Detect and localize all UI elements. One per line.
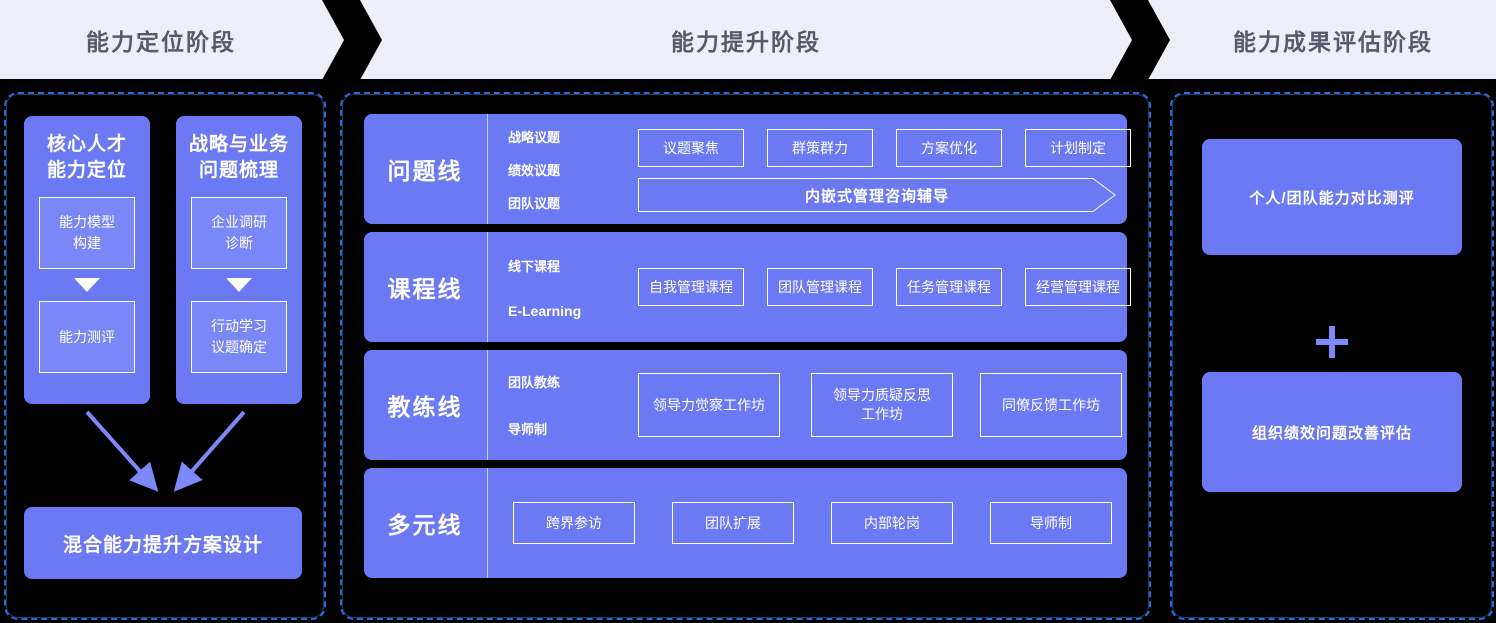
step-box-action-learning[interactable]: 行动学习 议题确定 [191,301,287,374]
stage-header-bar: 能力定位阶段 能力提升阶段 能力成果评估阶段 [0,0,1496,81]
chip-mentorship[interactable]: 导师制 [990,502,1112,544]
step-box-competency-model[interactable]: 能力模型 构建 [39,197,135,270]
chip-group-issue-line: 议题聚焦 群策群力 方案优化 计划制定 [638,128,1131,168]
card-title-strategy-business: 战略与业务 问题梳理 [188,134,289,181]
card-individual-team-comparison[interactable]: 个人/团队能力对比测评 [1202,139,1462,255]
stage-label-1: 能力定位阶段 [86,29,236,55]
step-box-competency-assessment[interactable]: 能力测评 [39,301,135,374]
stage-label-3: 能力成果评估阶段 [1233,29,1433,55]
chip-business-management-course[interactable]: 经营管理课程 [1025,268,1131,306]
chip-internal-rotation[interactable]: 内部轮岗 [831,502,953,544]
sublabels-coaching-line: 团队教练 导师制 [508,375,561,437]
track-row-diverse-line[interactable]: 多元线 跨界参访 团队扩展 内部轮岗 导师制 [364,468,1127,578]
chip-leadership-awareness-workshop[interactable]: 领导力觉察工作坊 [638,373,780,437]
chevron-separator-2-icon [1110,0,1170,80]
card-org-performance-evaluation[interactable]: 组织绩效问题改善评估 [1202,372,1462,492]
arrow-down-icon [74,278,100,293]
track-row-coaching-line[interactable]: 教练线 团队教练 导师制 领导力觉察工作坊 领导力质疑反思 工作坊 同僚反馈工作… [364,350,1127,460]
header-bottom-rule [0,79,1496,81]
track-row-issue-line[interactable]: 问题线 战略议题 绩效议题 团队议题 议题聚焦 群策群力 方案优化 计划制定 内… [364,114,1131,224]
chip-group-diverse-line: 跨界参访 团队扩展 内部轮岗 导师制 [513,468,1112,578]
panel-capability-outcome-evaluation: 个人/团队能力对比测评 组织绩效问题改善评估 [1170,92,1494,620]
panel-capability-improvement: 问题线 战略议题 绩效议题 团队议题 议题聚焦 群策群力 方案优化 计划制定 内… [340,92,1151,620]
chip-peer-feedback-workshop[interactable]: 同僚反馈工作坊 [980,373,1122,437]
card-blended-solution-design[interactable]: 混合能力提升方案设计 [24,507,302,579]
row-divider [487,350,488,460]
row-divider [487,114,488,224]
chip-collective-wisdom[interactable]: 群策群力 [767,129,873,167]
step-box-enterprise-research[interactable]: 企业调研 诊断 [191,197,287,270]
sublabels-course-line: 线下课程 E-Learning [508,258,582,319]
row-divider [487,468,488,578]
arrow-down-icon [226,278,252,293]
track-name-coaching-line: 教练线 [387,394,463,420]
chip-plan-formulation[interactable]: 计划制定 [1025,129,1131,167]
card-strategy-business-issues[interactable]: 战略与业务 问题梳理 企业调研 诊断 行动学习 议题确定 [176,116,302,404]
banner-arrow-shape-icon [638,178,1116,212]
row-divider [487,232,488,342]
track-name-issue-line: 问题线 [387,158,463,184]
chip-plan-optimization[interactable]: 方案优化 [896,129,1002,167]
track-name-diverse-line: 多元线 [387,512,463,538]
stage-label-2: 能力提升阶段 [671,29,821,55]
card-core-talent-positioning[interactable]: 核心人才 能力定位 能力模型 构建 能力测评 [24,116,150,404]
chip-cross-industry-visit[interactable]: 跨界参访 [513,502,635,544]
track-name-course-line: 课程线 [387,276,463,302]
chip-self-management-course[interactable]: 自我管理课程 [638,268,744,306]
panel-capability-positioning: 核心人才 能力定位 能力模型 构建 能力测评 战略与业务 问题梳理 企业调 [4,92,326,620]
chevron-separator-1-icon [322,0,382,80]
plus-icon [1312,322,1352,362]
banner-embedded-consulting[interactable]: 内嵌式管理咨询辅导 [638,178,1116,212]
card-title-core-talent: 核心人才 能力定位 [46,134,127,181]
chip-issue-focus[interactable]: 议题聚焦 [638,129,744,167]
sublabels-issue-line: 战略议题 绩效议题 团队议题 [508,129,561,211]
track-row-course-line[interactable]: 课程线 线下课程 E-Learning 自我管理课程 团队管理课程 任务管理课程… [364,232,1131,342]
chip-team-expansion[interactable]: 团队扩展 [672,502,794,544]
chip-leadership-inquiry-workshop[interactable]: 领导力质疑反思 工作坊 [811,373,953,437]
chip-task-management-course[interactable]: 任务管理课程 [896,268,1002,306]
chip-group-course-line: 自我管理课程 团队管理课程 任务管理课程 经营管理课程 [638,232,1131,342]
chip-group-coaching-line: 领导力觉察工作坊 领导力质疑反思 工作坊 同僚反馈工作坊 [638,350,1122,460]
chip-team-management-course[interactable]: 团队管理课程 [767,268,873,306]
converging-arrows-icon [6,402,324,512]
